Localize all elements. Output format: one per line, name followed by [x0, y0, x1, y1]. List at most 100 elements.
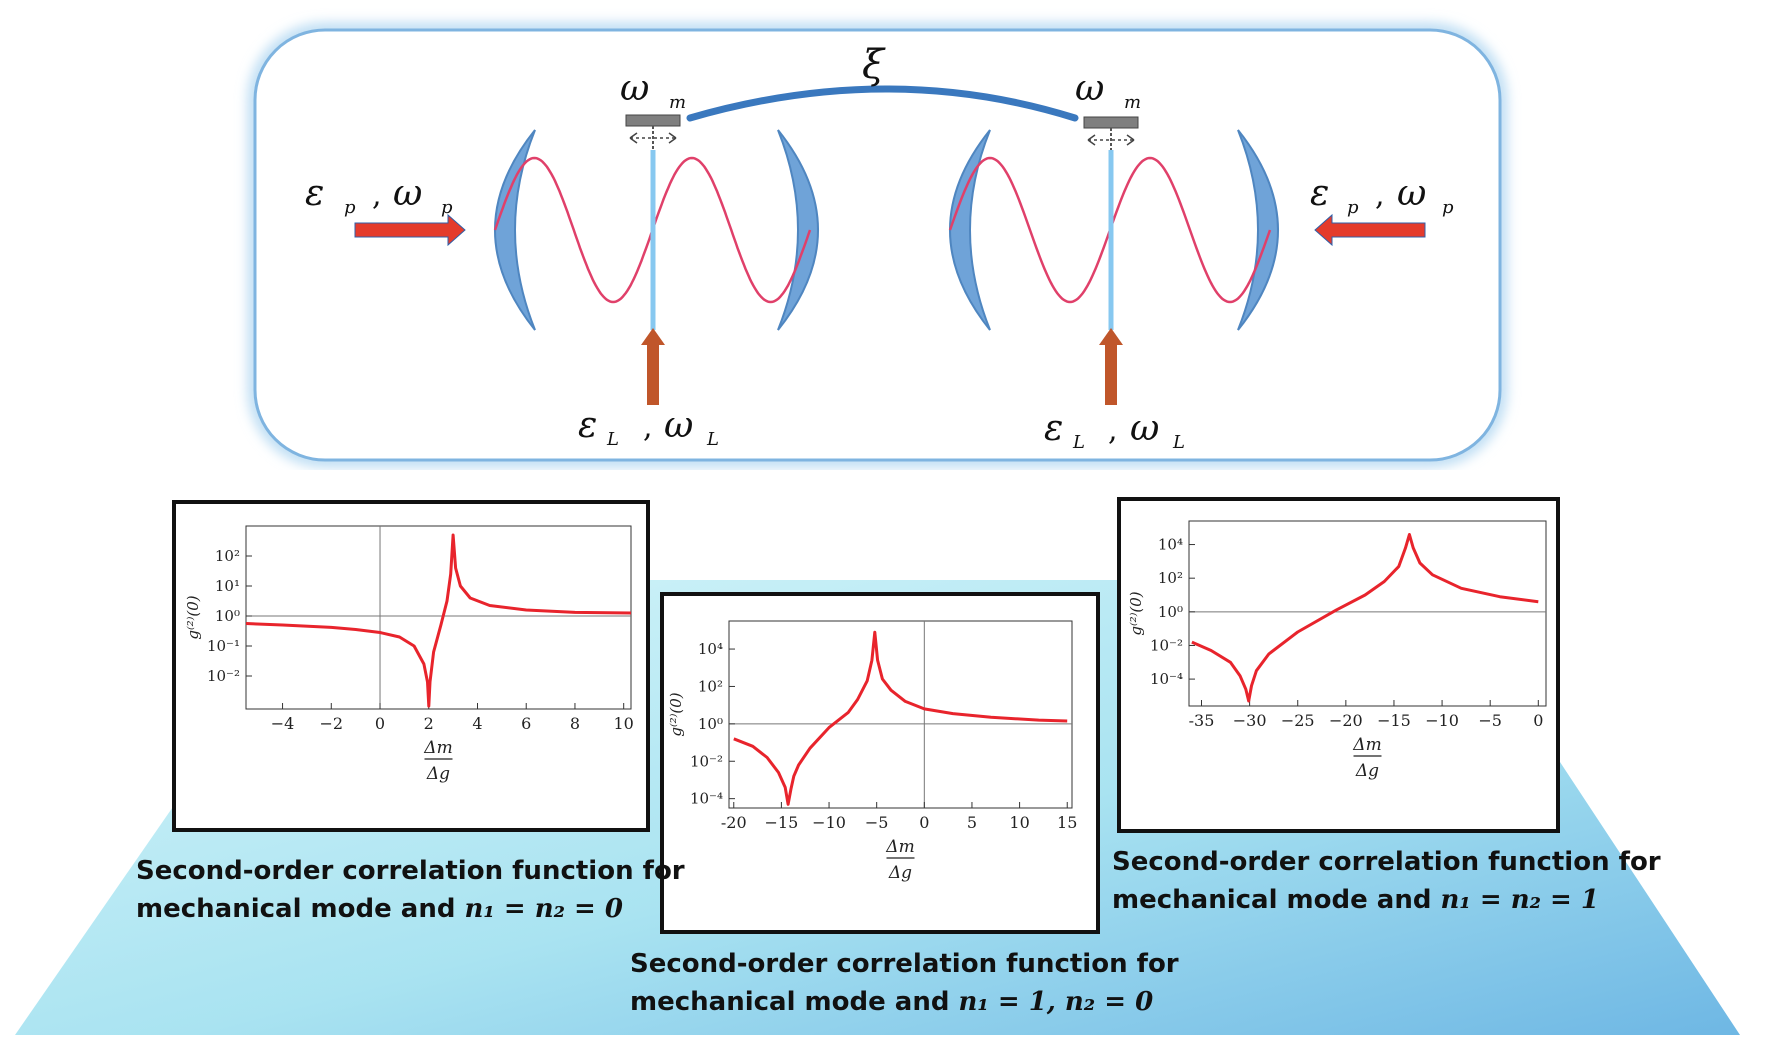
y-tick-label: 10⁻² [690, 752, 723, 770]
right-cavity: ω m ε L , ω L [948, 68, 1279, 453]
svg-text:,: , [372, 178, 382, 213]
svg-text:,: , [643, 410, 653, 445]
y-tick-label: 10⁻¹ [207, 637, 240, 655]
y-tick-label: 10² [698, 677, 723, 695]
x-tick-label: −15 [1377, 711, 1411, 730]
x-tick-label: 5 [967, 813, 977, 832]
x-tick-label: 10 [1009, 813, 1029, 832]
y-tick-label: 10⁴ [1158, 536, 1183, 554]
x-tick-label: -35 [1189, 711, 1215, 730]
y-tick-label: 10⁰ [215, 607, 240, 625]
plot-frame [1188, 520, 1547, 707]
left-cavity: ω m ε L , ω L [493, 68, 819, 450]
left-probe: ε p , ω p [305, 173, 466, 247]
correlation-plot-n1-1-n2-0: -20 −15 −10 −5 0 5 10 15 10⁻⁴ 10⁻² 10⁰ 10² 10⁴ g⁽²⁾(0… [667, 620, 1077, 883]
svg-text:m: m [1124, 92, 1141, 113]
x-tick-label: 4 [472, 714, 482, 733]
svg-text:L: L [1172, 432, 1185, 453]
y-tick-label: 10² [1158, 569, 1183, 587]
coupling-line [686, 85, 1079, 122]
svg-text:L: L [606, 429, 619, 450]
y-tick-label: 10⁴ [698, 640, 723, 658]
mech-freq-label: ω [620, 68, 649, 109]
mech-freq-label: ω [1075, 68, 1104, 109]
mechanical-resonator [625, 114, 681, 127]
x-tick-label: −25 [1281, 711, 1315, 730]
y-tick-label: 10⁻² [207, 667, 240, 685]
right-probe: ε p , ω p [1310, 173, 1454, 247]
x-axis-label-numerator: Δm [885, 837, 914, 857]
x-tick-label: 0 [1533, 711, 1543, 730]
x-tick-label: −10 [812, 813, 846, 832]
x-axis-label-denominator: Δg [1355, 761, 1379, 781]
probe-arrow-left [354, 213, 466, 247]
plot-frame [728, 620, 1073, 809]
setup-box [253, 28, 1502, 462]
x-tick-label: 0 [919, 813, 929, 832]
y-tick-label: 10⁻⁴ [1150, 670, 1183, 688]
probe-omega-label: ω [1397, 173, 1426, 214]
x-tick-label: −5 [865, 813, 889, 832]
y-tick-label: 10¹ [215, 577, 240, 595]
x-tick-label: −2 [319, 714, 343, 733]
x-tick-label: -20 [721, 813, 747, 832]
svg-text:m: m [669, 92, 686, 113]
left-input-mirror [494, 129, 536, 331]
svg-text:p: p [441, 197, 453, 218]
probe-eps-label: ε [1310, 173, 1329, 214]
x-tick-label: −20 [1329, 711, 1363, 730]
svg-text:,: , [1108, 413, 1118, 448]
correlation-curve [1191, 533, 1539, 703]
svg-text:p: p [1347, 197, 1359, 218]
coupling-label: ξ [862, 42, 886, 88]
x-axis-label-numerator: Δm [1352, 735, 1381, 755]
x-tick-label: 15 [1057, 813, 1077, 832]
probe-eps-label: ε [305, 173, 324, 214]
pump-omega-label: ω [1130, 408, 1159, 449]
correlation-curve [733, 630, 1068, 806]
y-tick-label: 10⁻⁴ [690, 790, 723, 808]
svg-text:p: p [344, 197, 356, 218]
y-axis-label: g⁽²⁾(0) [184, 595, 202, 639]
y-tick-label: 10⁰ [698, 715, 723, 733]
x-tick-label: −4 [271, 714, 295, 733]
pump-omega-label: ω [664, 405, 693, 446]
x-tick-label: 0 [375, 714, 385, 733]
y-axis-label: g⁽²⁾(0) [667, 692, 685, 736]
x-tick-label: −15 [765, 813, 799, 832]
y-tick-label: 10⁰ [1158, 603, 1183, 621]
plot-panel-middle: -20 −15 −10 −5 0 5 10 15 10⁻⁴ 10⁻² 10⁰ 10² 10⁴ g⁽²⁾(0… [660, 592, 1100, 934]
x-tick-label: 10 [614, 714, 634, 733]
x-axis-label-numerator: Δm [423, 738, 452, 758]
probe-arrow-right [1314, 213, 1426, 247]
svg-text:p: p [1442, 197, 1454, 218]
caption-middle: Second-order correlation function for me… [630, 949, 1179, 1017]
caption-right: Second-order correlation function for me… [1112, 847, 1661, 915]
x-tick-label: 8 [570, 714, 580, 733]
pump-arrow [641, 328, 665, 405]
x-tick-label: −5 [1478, 711, 1502, 730]
x-tick-label: 6 [521, 714, 531, 733]
y-tick-label: 10² [215, 547, 240, 565]
optomechanical-setup-diagram: ξ ω m ε L , ω L [248, 23, 1507, 467]
x-tick-label: −30 [1233, 711, 1267, 730]
mechanical-resonator [1083, 116, 1139, 129]
pump-arrow [1099, 328, 1123, 405]
pump-eps-label: ε [1044, 408, 1063, 449]
x-tick-label: 2 [424, 714, 434, 733]
x-axis-label-denominator: Δg [888, 863, 912, 883]
svg-text:,: , [1375, 178, 1385, 213]
caption-left: Second-order correlation function for me… [136, 856, 685, 924]
svg-text:L: L [706, 429, 719, 450]
right-input-mirror [1237, 129, 1279, 331]
correlation-curve [245, 533, 632, 708]
y-tick-label: 10⁻² [1150, 636, 1183, 654]
right-output-mirror [949, 129, 991, 331]
pump-eps-label: ε [578, 405, 597, 446]
plot-frame [245, 525, 632, 710]
